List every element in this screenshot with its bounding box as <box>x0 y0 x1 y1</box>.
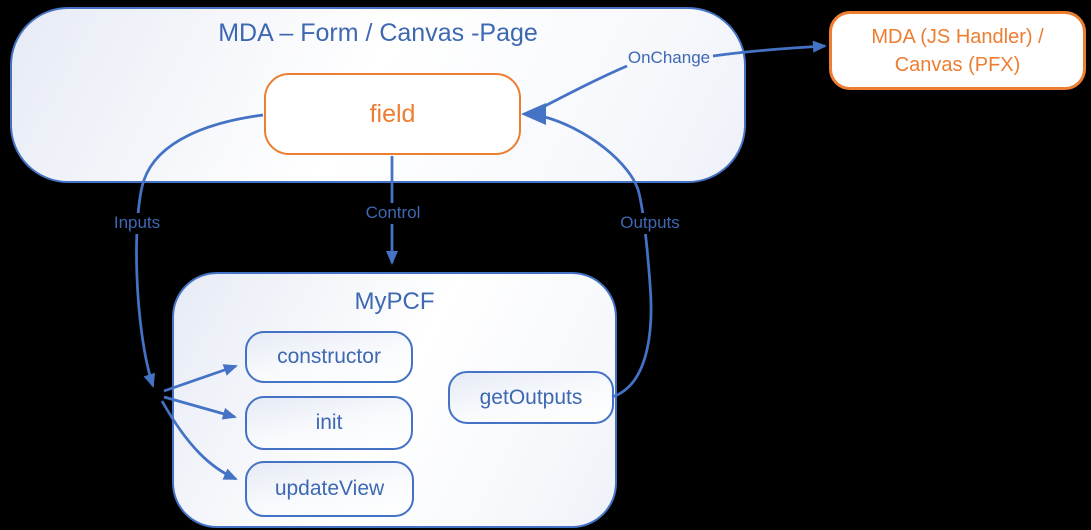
updateview-label: updateView <box>274 477 385 500</box>
mypcf-box-title: MyPCF <box>354 288 435 315</box>
mda-js-handler-canvas-pfx-box: MDA (JS Handler) / Canvas (PFX) <box>829 11 1086 90</box>
outputs-edge-label: Outputs <box>609 213 691 234</box>
getoutputs-label: getOutputs <box>479 385 583 409</box>
constructor-box: constructor <box>245 331 413 383</box>
field-box: field <box>264 73 521 155</box>
getoutputs-box: getOutputs <box>448 371 614 424</box>
handler-box-line1: MDA (JS Handler) / <box>871 25 1044 48</box>
inputs-edge-label: Inputs <box>98 213 176 234</box>
init-label: init <box>315 411 343 434</box>
field-label: field <box>369 99 416 128</box>
onchange-edge-label: OnChange <box>627 48 711 67</box>
constructor-label: constructor <box>277 345 381 368</box>
updateview-box: updateView <box>245 461 414 517</box>
init-box: init <box>245 396 413 450</box>
handler-box-line2: Canvas (PFX) <box>894 53 1021 76</box>
mda-box-title: MDA – Form / Canvas -Page <box>218 19 538 47</box>
control-edge-label: Control <box>354 203 432 224</box>
